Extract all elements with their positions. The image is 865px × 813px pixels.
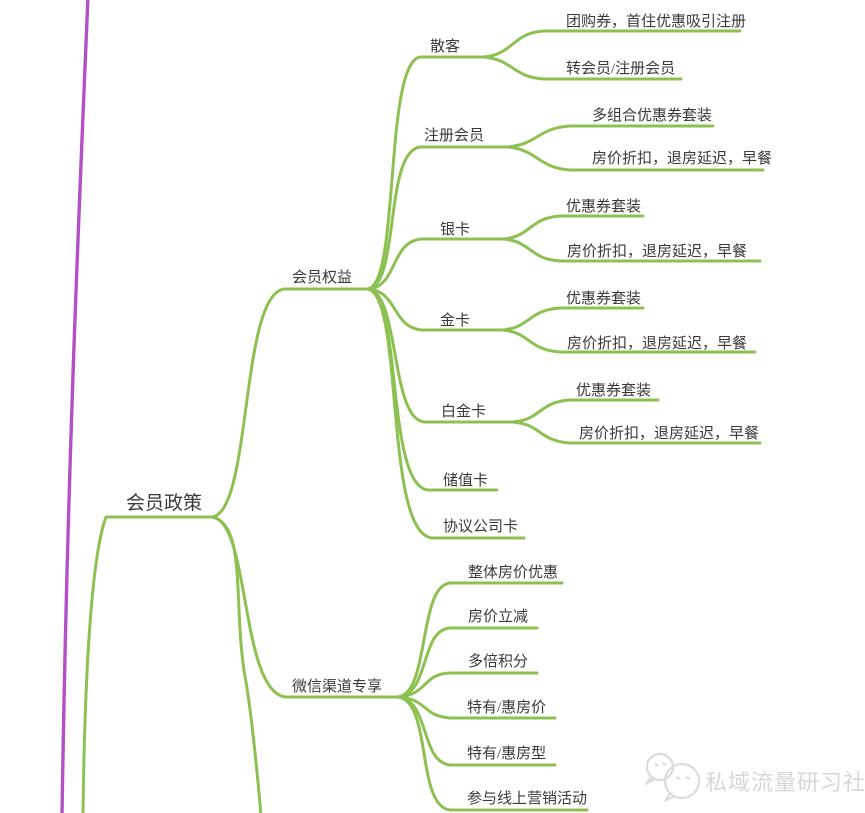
branch-line <box>510 420 762 445</box>
topic-root: 会员政策 <box>126 492 202 514</box>
topic-convert-member: 转会员/注册会员 <box>566 60 675 77</box>
topic-online-marketing: 参与线上营销活动 <box>467 790 587 807</box>
topic-exclusive-rate: 特有/惠房价 <box>467 699 546 716</box>
topic-multiple-points: 多倍积分 <box>468 653 528 670</box>
topic-platinum-card: 白金卡 <box>441 403 486 420</box>
branch-line <box>366 287 526 540</box>
wechat-logo-icon <box>643 752 701 803</box>
branch-line-purple <box>60 0 90 813</box>
branch-line <box>501 237 762 263</box>
topic-stored-value-card: 储值卡 <box>443 472 488 489</box>
topic-member-benefits: 会员权益 <box>292 269 352 286</box>
branch-line <box>482 55 683 81</box>
branch-line <box>396 626 539 699</box>
branch-line <box>396 695 589 812</box>
watermark: 私域流量研习社 <box>643 752 865 803</box>
topic-gold-card: 金卡 <box>440 312 470 329</box>
topic-coupon-combo-set: 多组合优惠券套装 <box>592 107 712 124</box>
topic-coupon-set-gold: 优惠券套装 <box>566 290 641 307</box>
branch-line <box>510 398 660 424</box>
topic-overall-rate-discount: 整体房价优惠 <box>468 564 558 581</box>
topic-walk-in-guest: 散客 <box>430 38 460 55</box>
topic-silver-card: 银卡 <box>440 221 470 238</box>
branch-line-offscreen <box>210 515 263 813</box>
watermark-text: 私域流量研习社 <box>705 770 865 795</box>
topic-discount-latecheckout-breakfast-2: 房价折扣，退房延迟，早餐 <box>567 243 747 260</box>
branch-line <box>396 581 564 699</box>
branch-line <box>501 214 645 241</box>
topic-registered-member: 注册会员 <box>424 127 484 144</box>
topic-coupon-set-silver: 优惠券套装 <box>566 198 641 215</box>
branch-line <box>396 671 539 699</box>
branch-line <box>500 306 645 332</box>
branch-line <box>210 287 370 519</box>
topic-coupon-set-platinum: 优惠券套装 <box>576 382 651 399</box>
topic-groupon-signup: 团购券，首住优惠吸引注册 <box>566 13 746 30</box>
topic-discount-latecheckout-breakfast-1: 房价折扣，退房延迟，早餐 <box>592 150 772 167</box>
branch-line <box>482 29 742 59</box>
branch-line <box>506 145 765 172</box>
branch-line <box>506 124 715 149</box>
branch-line <box>366 287 504 332</box>
topic-corporate-card: 协议公司卡 <box>443 518 518 535</box>
topic-wechat-channel: 微信渠道专享 <box>292 678 382 695</box>
topic-instant-rate-reduction: 房价立减 <box>468 608 528 625</box>
branch-line <box>366 145 510 291</box>
branch-line <box>366 55 486 291</box>
topic-exclusive-room-type: 特有/惠房型 <box>467 745 546 762</box>
branch-line <box>500 328 757 354</box>
topic-discount-latecheckout-breakfast-4: 房价折扣，退房延迟，早餐 <box>579 425 759 442</box>
branch-line-root <box>81 515 214 813</box>
branch-line <box>366 237 505 291</box>
topic-discount-latecheckout-breakfast-3: 房价折扣，退房延迟，早餐 <box>567 335 747 352</box>
